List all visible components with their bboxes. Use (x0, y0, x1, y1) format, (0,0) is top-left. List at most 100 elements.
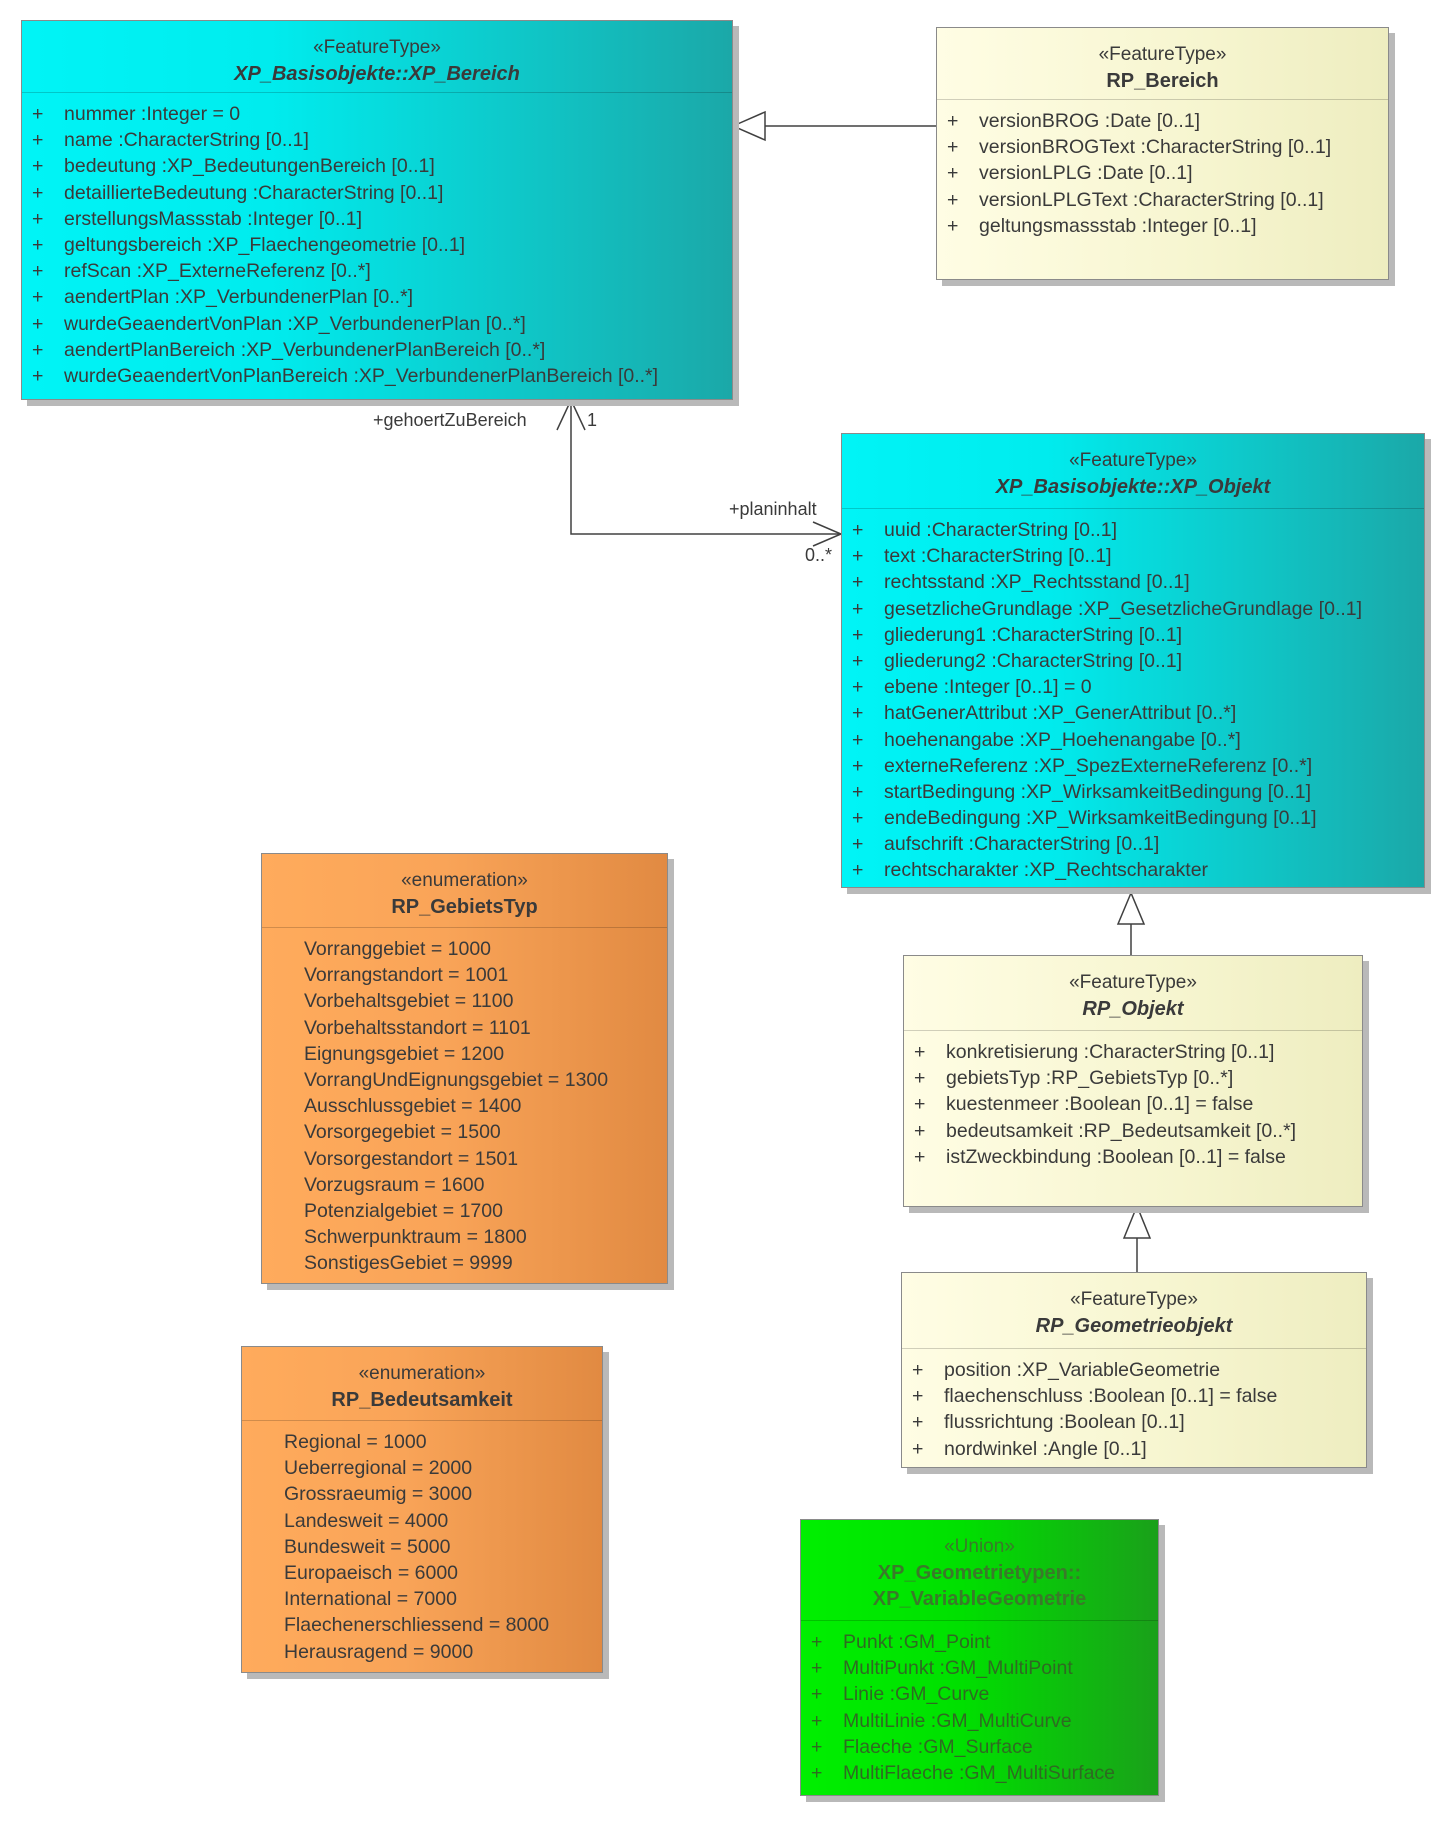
attribute-row[interactable]: +hoehenangabe :XP_Hoehenangabe [0..*] (842, 727, 1424, 753)
attribute-text: gebietsTyp :RP_GebietsTyp [0..*] (946, 1067, 1234, 1090)
attribute-row[interactable]: +konkretisierung :CharacterString [0..1] (904, 1039, 1362, 1065)
enum-literal[interactable]: Vorbehaltsstandort = 1101 (262, 1015, 667, 1041)
attribute-row[interactable]: +ebene :Integer [0..1] = 0 (842, 674, 1424, 700)
enum-literal[interactable]: Herausragend = 9000 (242, 1639, 602, 1665)
attribute-row[interactable]: +gliederung1 :CharacterString [0..1] (842, 622, 1424, 648)
visibility-marker: + (914, 1145, 926, 1168)
visibility-marker: + (32, 260, 44, 283)
attribute-list: +versionBROG :Date [0..1] +versionBROGTe… (937, 100, 1388, 239)
attribute-row[interactable]: +gesetzlicheGrundlage :XP_GesetzlicheGru… (842, 596, 1424, 622)
attribute-text: ebene :Integer [0..1] = 0 (884, 676, 1092, 699)
enum-literal[interactable]: Vorzugsraum = 1600 (262, 1172, 667, 1198)
attribute-row[interactable]: +nordwinkel :Angle [0..1] (902, 1436, 1366, 1462)
association-role-gehoertzubereich: +gehoertZuBereich (373, 410, 527, 430)
attribute-text: Flaeche :GM_Surface (843, 1735, 1033, 1758)
attribute-row[interactable]: +bedeutsamkeit :RP_Bedeutsamkeit [0..*] (904, 1118, 1362, 1144)
attribute-row[interactable]: +Punkt :GM_Point (801, 1629, 1158, 1655)
attribute-row[interactable]: +detaillierteBedeutung :CharacterString … (22, 180, 732, 206)
attribute-text: endeBedingung :XP_WirksamkeitBedingung [… (884, 807, 1317, 830)
enum-literal[interactable]: Flaechenerschliessend = 8000 (242, 1612, 602, 1638)
attribute-row[interactable]: +versionLPLG :Date [0..1] (937, 160, 1388, 186)
attribute-row[interactable]: +refScan :XP_ExterneReferenz [0..*] (22, 258, 732, 284)
attribute-row[interactable]: +aendertPlanBereich :XP_VerbundenerPlanB… (22, 337, 732, 363)
literal-text: Vorsorgegebiet = 1500 (304, 1121, 501, 1144)
visibility-marker: + (852, 702, 864, 725)
attribute-row[interactable]: +gliederung2 :CharacterString [0..1] (842, 648, 1424, 674)
attribute-text: versionBROG :Date [0..1] (979, 110, 1201, 132)
attribute-row[interactable]: +position :XP_VariableGeometrie (902, 1357, 1366, 1383)
attribute-row[interactable]: + endeBedingung :XP_WirksamkeitBedingung … (842, 805, 1424, 831)
attribute-row[interactable]: +aendertPlan :XP_VerbundenerPlan [0..*] (22, 284, 732, 310)
enum-rp-gebietstyp[interactable]: «enumeration» RP_GebietsTyp Vorranggebie… (261, 853, 668, 1284)
enum-literal[interactable]: Ueberregional = 2000 (242, 1455, 602, 1481)
visibility-marker: + (852, 807, 864, 830)
visibility-marker: + (852, 519, 864, 541)
attribute-row[interactable]: +geltungsbereich :XP_Flaechengeometrie [… (22, 232, 732, 258)
attribute-row[interactable]: +uuid :CharacterString [0..1] (842, 517, 1424, 543)
attribute-row[interactable]: +versionLPLGText :CharacterString [0..1] (937, 187, 1388, 213)
union-xp-variablegeometrie[interactable]: «Union» XP_Geometrietypen:: XP_VariableG… (800, 1519, 1159, 1796)
attribute-row[interactable]: +nummer :Integer = 0 (22, 101, 732, 127)
enum-literal[interactable]: Europaeisch = 6000 (242, 1560, 602, 1586)
attribute-row[interactable]: +startBedingung :XP_WirksamkeitBedingung… (842, 779, 1424, 805)
attribute-row[interactable]: +MultiFlaeche :GM_MultiSurface (801, 1760, 1158, 1786)
attribute-row[interactable]: +versionBROG :Date [0..1] (937, 108, 1388, 134)
enum-literal[interactable]: Schwerpunktraum = 1800 (262, 1224, 667, 1250)
enum-literal[interactable]: Vorranggebiet = 1000 (262, 936, 667, 962)
enum-literal[interactable]: Vorsorgestandort = 1501 (262, 1146, 667, 1172)
enum-literal[interactable]: Regional = 1000 (242, 1429, 602, 1455)
enum-literal[interactable]: Vorbehaltsgebiet = 1100 (262, 988, 667, 1014)
attribute-row[interactable]: +bedeutung :XP_BedeutungenBereich [0..1] (22, 153, 732, 179)
visibility-marker: + (852, 833, 864, 856)
attribute-row[interactable]: +flussrichtung :Boolean [0..1] (902, 1409, 1366, 1435)
attribute-row[interactable]: +wurdeGeaendertVonPlan :XP_VerbundenerPl… (22, 311, 732, 337)
enum-literal[interactable]: Bundesweit = 5000 (242, 1534, 602, 1560)
enum-literal[interactable]: Vorsorgegebiet = 1500 (262, 1119, 667, 1145)
attribute-row[interactable]: +istZweckbindung :Boolean [0..1] = false (904, 1144, 1362, 1170)
attribute-row[interactable]: +Flaeche :GM_Surface (801, 1734, 1158, 1760)
attribute-row[interactable]: +flaechenschluss :Boolean [0..1] = false (902, 1383, 1366, 1409)
attribute-row[interactable]: +name :CharacterString [0..1] (22, 127, 732, 153)
association-line (570, 400, 841, 535)
class-rp-objekt[interactable]: «FeatureType» RP_Objekt +konkretisierung… (903, 955, 1363, 1207)
attribute-row[interactable]: +aufschrift :CharacterString [0..1] (842, 831, 1424, 857)
enum-rp-bedeutsamkeit[interactable]: «enumeration» RP_Bedeutsamkeit Regional … (241, 1346, 603, 1673)
attribute-row[interactable]: +gebietsTyp :RP_GebietsTyp [0..*] (904, 1065, 1362, 1091)
visibility-marker: + (914, 1093, 926, 1116)
attribute-row[interactable]: +kuestenmeer :Boolean [0..1] = false (904, 1091, 1362, 1117)
enum-literal[interactable]: Vorrangstandort = 1001 (262, 962, 667, 988)
attribute-row[interactable]: +externeReferenz :XP_SpezExterneReferenz… (842, 753, 1424, 779)
enum-literal[interactable]: SonstigesGebiet = 9999 (262, 1250, 667, 1276)
enum-literal[interactable]: Potenzialgebiet = 1700 (262, 1198, 667, 1224)
attribute-row[interactable]: +rechtsstand :XP_Rechtsstand [0..1] (842, 569, 1424, 595)
attribute-text: Linie :GM_Curve (843, 1683, 990, 1706)
attribute-text: nordwinkel :Angle [0..1] (944, 1437, 1147, 1460)
attribute-row[interactable]: +text :CharacterString [0..1] (842, 543, 1424, 569)
attribute-row[interactable]: +geltungsmassstab :Integer [0..1] (937, 213, 1388, 239)
class-xp-bereich[interactable]: «FeatureType» XP_Basisobjekte::XP_Bereic… (21, 20, 733, 400)
attribute-row[interactable]: +versionBROGText :CharacterString [0..1] (937, 134, 1388, 160)
attribute-row[interactable]: +hatGenerAttribut :XP_GenerAttribut [0..… (842, 700, 1424, 726)
enum-literal[interactable]: Grossraeumig = 3000 (242, 1481, 602, 1507)
class-header: «FeatureType» XP_Basisobjekte::XP_Bereic… (22, 21, 732, 93)
attribute-row[interactable]: +MultiPunkt :GM_MultiPoint (801, 1655, 1158, 1681)
enum-literal[interactable]: International = 7000 (242, 1586, 602, 1612)
visibility-marker: + (852, 754, 864, 777)
attribute-row[interactable]: +wurdeGeaendertVonPlanBereich :XP_Verbun… (22, 363, 732, 389)
attribute-row[interactable]: +erstellungsMassstab :Integer [0..1] (22, 206, 732, 232)
attribute-text: name :CharacterString [0..1] (64, 129, 309, 152)
attribute-text: rechtsstand :XP_Rechtsstand [0..1] (884, 571, 1190, 594)
class-name: RP_Geometrieobjekt (1035, 1315, 1233, 1337)
class-rp-geometrieobjekt[interactable]: «FeatureType» RP_Geometrieobjekt +positi… (901, 1272, 1367, 1468)
enum-literal[interactable]: Landesweit = 4000 (242, 1508, 602, 1534)
enum-literal[interactable]: Ausschlussgebiet = 1400 (262, 1093, 667, 1119)
attribute-row[interactable]: +Linie :GM_Curve (801, 1681, 1158, 1707)
attribute-text: MultiFlaeche :GM_MultiSurface (843, 1761, 1116, 1784)
enum-literal[interactable]: Eignungsgebiet = 1200 (262, 1041, 667, 1067)
visibility-marker: + (914, 1041, 926, 1063)
class-xp-objekt[interactable]: «FeatureType» XP_Basisobjekte::XP_Objekt… (841, 433, 1425, 888)
class-rp-bereich[interactable]: «FeatureType» RP_Bereich +versionBROG :D… (936, 27, 1389, 280)
attribute-row[interactable]: +MultiLinie :GM_MultiCurve (801, 1708, 1158, 1734)
attribute-row[interactable]: +rechtscharakter :XP_Rechtscharakter (842, 857, 1424, 883)
enum-literal[interactable]: VorrangUndEignungsgebiet = 1300 (262, 1067, 667, 1093)
